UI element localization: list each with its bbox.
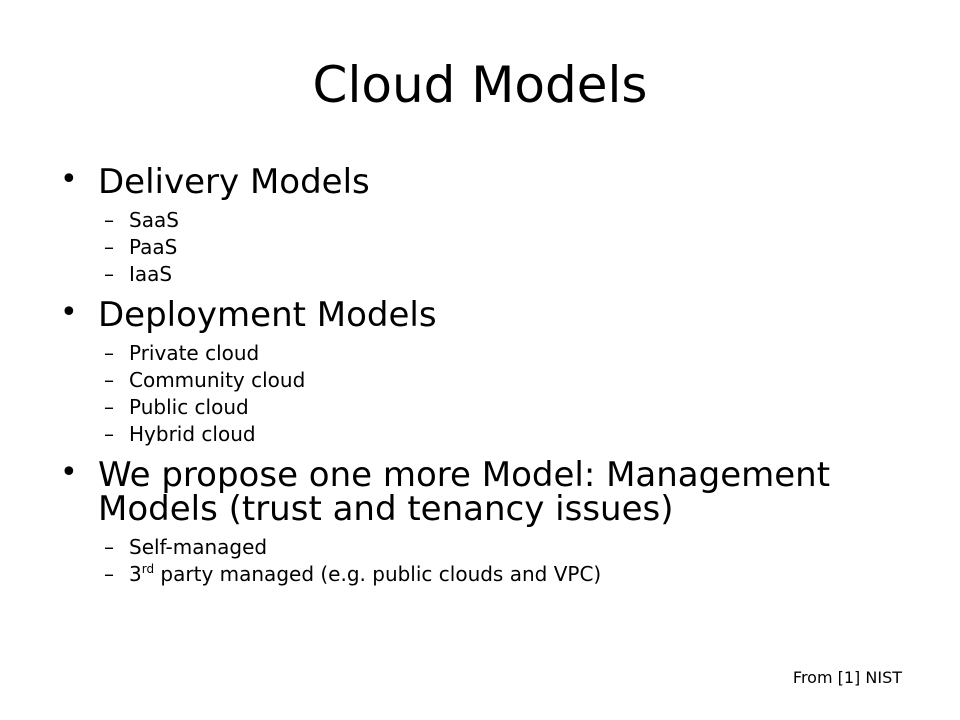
third-party-superscript: rd (141, 562, 155, 576)
bullet-icon: • (60, 295, 78, 330)
dash-icon: – (104, 341, 114, 365)
deployment-models-list: –Private cloud –Community cloud –Public … (104, 340, 940, 448)
bullet-deployment-models: • Deployment Models (60, 295, 940, 335)
dash-icon: – (104, 422, 114, 446)
list-item: –PaaS (104, 235, 178, 259)
list-item: –IaaS (104, 262, 173, 286)
bullet-icon: • (60, 455, 78, 490)
list-item: –Public cloud (104, 395, 249, 419)
dash-icon: – (104, 368, 114, 392)
dash-icon: – (104, 262, 114, 286)
bullet-heading: We propose one more Model: Management Mo… (98, 455, 831, 529)
list-item: –SaaS (104, 208, 179, 232)
slide-title: Cloud Models (312, 56, 648, 114)
delivery-models-list: –SaaS –PaaS –IaaS (104, 207, 940, 288)
list-item: –Community cloud (104, 368, 306, 392)
management-models-list: –Self-managed –3rd party managed (e.g. p… (104, 534, 940, 588)
source-footer: From [1] NIST (792, 668, 902, 687)
slide-body: • Delivery Models –SaaS –PaaS –IaaS • De… (60, 165, 940, 598)
bullet-icon: • (60, 162, 78, 197)
dash-icon: – (104, 535, 114, 559)
bullet-heading: Delivery Models (98, 162, 370, 202)
list-item: –Self-managed (104, 535, 268, 559)
third-party-prefix: 3 (129, 562, 142, 586)
list-item: –Private cloud (104, 341, 260, 365)
dash-icon: – (104, 208, 114, 232)
bullet-management-models: • We propose one more Model: Management … (60, 455, 940, 529)
bullet-delivery-models: • Delivery Models (60, 162, 940, 202)
list-item: –Hybrid cloud (104, 422, 256, 446)
dash-icon: – (104, 395, 114, 419)
list-item: –3rd party managed (e.g. public clouds a… (104, 561, 940, 588)
bullet-heading: Deployment Models (98, 295, 437, 335)
third-party-rest: party managed (e.g. public clouds and VP… (154, 562, 602, 586)
dash-icon: – (104, 562, 114, 586)
dash-icon: – (104, 235, 114, 259)
